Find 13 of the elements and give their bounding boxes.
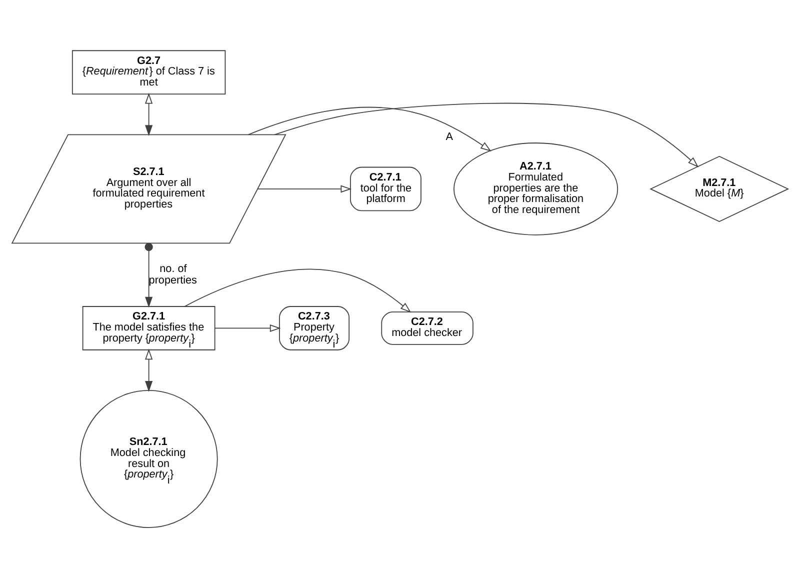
- node-label: A: [446, 130, 454, 143]
- arrow: [184, 268, 412, 313]
- arrow: [145, 92, 153, 136]
- arrow: [274, 102, 699, 168]
- node-box: C2.7.1 tool for the platform: [350, 166, 422, 212]
- arrow: [145, 348, 153, 392]
- arrow: [214, 324, 281, 332]
- edge-label: no. of properties: [148, 262, 197, 287]
- arrow: [248, 106, 492, 152]
- node-box: C2.7.2 model checker: [381, 311, 474, 345]
- node-box: G2.7 {Requirement} of Class 7 is met: [72, 50, 226, 94]
- arrow: [144, 242, 153, 308]
- arrow: [257, 185, 352, 193]
